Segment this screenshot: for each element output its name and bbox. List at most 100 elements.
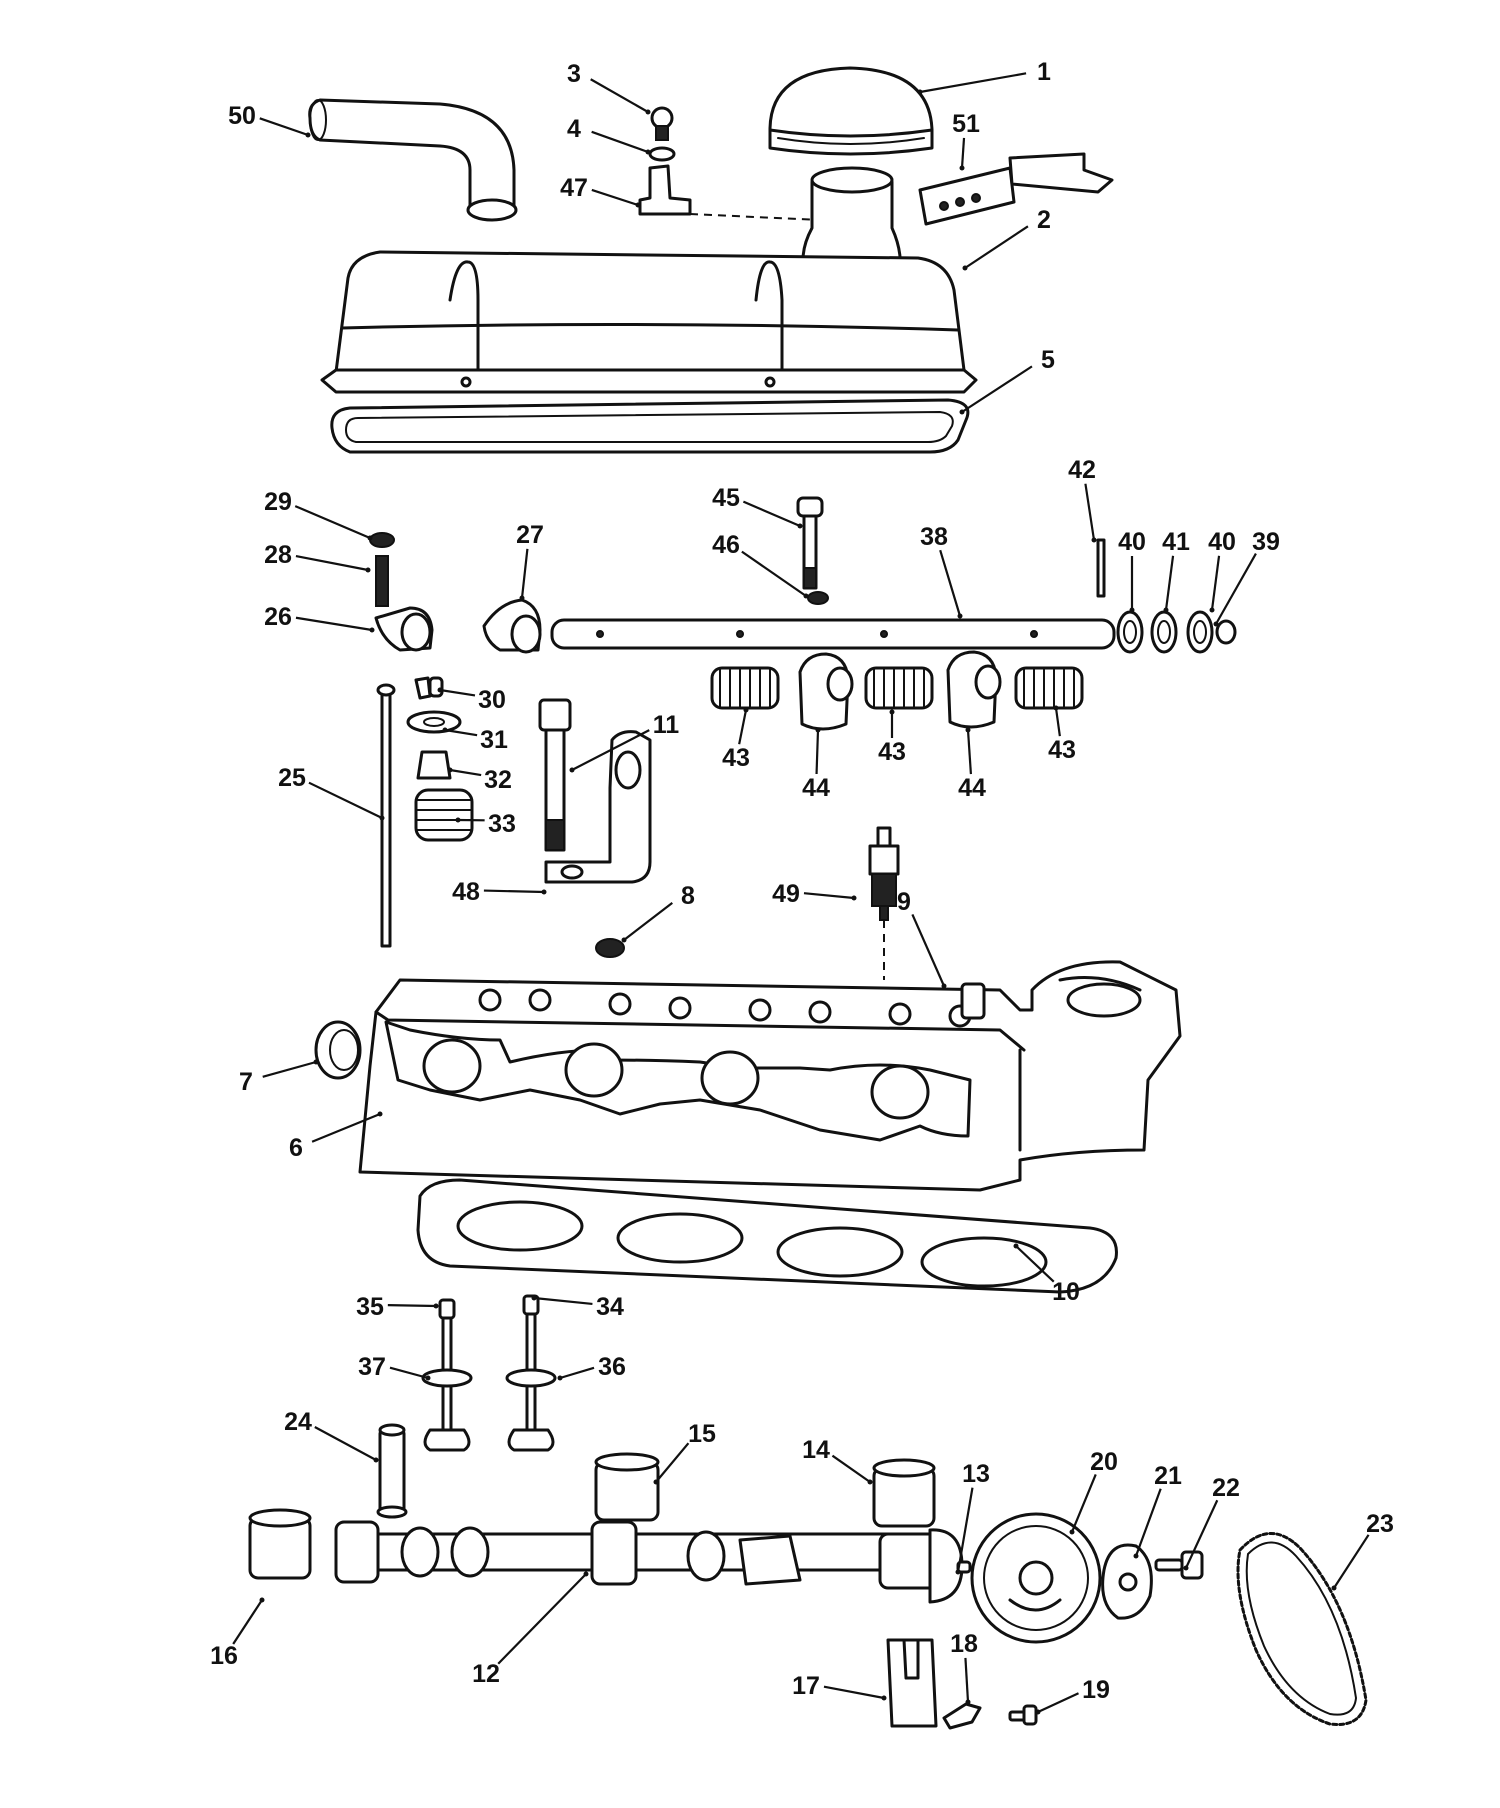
- callout-leader-6: [311, 1112, 381, 1143]
- callout-arrow-15: [653, 1479, 659, 1485]
- callout-leader-28: [295, 555, 369, 572]
- callout-arrow-34: [531, 1295, 537, 1301]
- callout-arrow-41: [1163, 607, 1169, 613]
- callout-arrow-27: [519, 595, 525, 601]
- callout-label-46: 46: [712, 531, 740, 559]
- callout-label-24: 24: [284, 1408, 312, 1436]
- callout-leader-47: [591, 188, 639, 207]
- callout-leader-21: [1134, 1488, 1162, 1557]
- callout-leader-14: [831, 1454, 871, 1483]
- callout-arrow-25: [379, 815, 385, 821]
- callout-leader-19: [1037, 1692, 1079, 1713]
- callout-leader-37: [389, 1366, 429, 1380]
- callout-leader-32: [449, 768, 482, 777]
- callout-label-50: 50: [228, 102, 256, 130]
- callout-arrow-6: [377, 1111, 383, 1117]
- callout-label-12: 12: [472, 1660, 500, 1688]
- callout-arrow-14: [867, 1479, 873, 1485]
- rocker-pedestals: [798, 650, 1002, 731]
- bracket-51: [918, 152, 1114, 226]
- cylinder-head: [358, 960, 1182, 1192]
- callout-arrow-18: [965, 1699, 971, 1705]
- callout-arrow-45: [797, 523, 803, 529]
- rocker-cover: [320, 250, 978, 394]
- callout-label-1: 1: [1037, 58, 1051, 86]
- callout-label-38: 38: [920, 523, 948, 551]
- callout-label-32: 32: [484, 766, 512, 794]
- callout-leader-44: [815, 729, 820, 775]
- callout-label-9: 9: [897, 888, 911, 916]
- callout-arrow-43: [889, 709, 895, 715]
- callout-leader-2: [964, 225, 1029, 269]
- inlet-valve: [505, 1294, 557, 1452]
- callout-arrow-40: [1129, 607, 1135, 613]
- timing-chain: [1236, 1532, 1368, 1726]
- callout-leader-43: [1054, 707, 1061, 737]
- callout-leader-17: [823, 1685, 885, 1700]
- callout-leader-31: [444, 728, 478, 737]
- callout-leader-23: [1333, 1534, 1370, 1589]
- callout-label-48: 48: [452, 878, 480, 906]
- rocker-shaft: [550, 618, 1116, 650]
- callout-arrow-48: [541, 889, 547, 895]
- callout-arrow-31: [442, 727, 448, 733]
- core-plug: [314, 1020, 362, 1080]
- callout-leader-50: [259, 117, 309, 137]
- callout-arrow-43: [743, 707, 749, 713]
- oil-filler-neck: [801, 166, 902, 272]
- callout-arrow-49: [851, 895, 857, 901]
- callout-arrow-46: [803, 593, 809, 599]
- callout-label-6: 6: [289, 1134, 303, 1162]
- breather-hose: [308, 98, 518, 222]
- callout-arrow-1: [917, 89, 923, 95]
- callout-arrow-13: [955, 1569, 961, 1575]
- locking-plate: [1101, 1543, 1153, 1620]
- callout-arrow-26: [369, 627, 375, 633]
- callout-label-49: 49: [772, 880, 800, 908]
- callout-leader-3: [590, 78, 649, 113]
- callout-label-14: 14: [802, 1436, 830, 1464]
- valve-shroud: [416, 750, 452, 780]
- callout-arrow-19: [1035, 1709, 1041, 1715]
- callout-leader-44: [966, 729, 973, 775]
- callout-label-13: 13: [962, 1460, 990, 1488]
- callout-leader-26: [295, 616, 373, 632]
- callout-label-40: 40: [1208, 528, 1236, 556]
- callout-leader-8: [623, 901, 673, 941]
- callout-leader-46: [741, 550, 807, 597]
- callout-label-2: 2: [1037, 206, 1051, 234]
- callout-arrow-39: [1213, 621, 1219, 627]
- callout-label-42: 42: [1068, 456, 1096, 484]
- sprocket-bolt: [1154, 1550, 1204, 1580]
- callout-label-39: 39: [1252, 528, 1280, 556]
- callout-arrow-16: [259, 1597, 265, 1603]
- callout-label-47: 47: [560, 174, 588, 202]
- callout-arrow-22: [1183, 1565, 1189, 1571]
- callout-arrow-37: [425, 1375, 431, 1381]
- callout-leader-7: [262, 1060, 317, 1078]
- callout-label-17: 17: [792, 1672, 820, 1700]
- callout-label-8: 8: [681, 882, 695, 910]
- callout-arrow-24: [373, 1457, 379, 1463]
- exhaust-valve: [421, 1298, 473, 1452]
- callout-leader-11: [571, 729, 650, 771]
- split-pin: [1096, 538, 1106, 598]
- callout-leader-41: [1164, 555, 1175, 611]
- callout-label-36: 36: [598, 1353, 626, 1381]
- callout-arrow-35: [433, 1303, 439, 1309]
- callout-leader-5: [961, 365, 1033, 413]
- callout-label-20: 20: [1090, 1448, 1118, 1476]
- callout-label-23: 23: [1366, 1510, 1394, 1538]
- callout-leader-22: [1185, 1499, 1219, 1569]
- rocker-arm-26: [369, 532, 434, 652]
- callout-leader-36: [559, 1366, 595, 1380]
- callout-label-28: 28: [264, 541, 292, 569]
- callout-label-33: 33: [488, 810, 516, 838]
- callout-label-16: 16: [210, 1642, 238, 1670]
- shaft-bolt: [796, 496, 829, 605]
- callout-label-37: 37: [358, 1353, 386, 1381]
- callout-arrow-47: [635, 202, 641, 208]
- callout-arrow-2: [962, 265, 968, 271]
- callout-label-25: 25: [278, 764, 306, 792]
- callout-label-51: 51: [952, 110, 980, 138]
